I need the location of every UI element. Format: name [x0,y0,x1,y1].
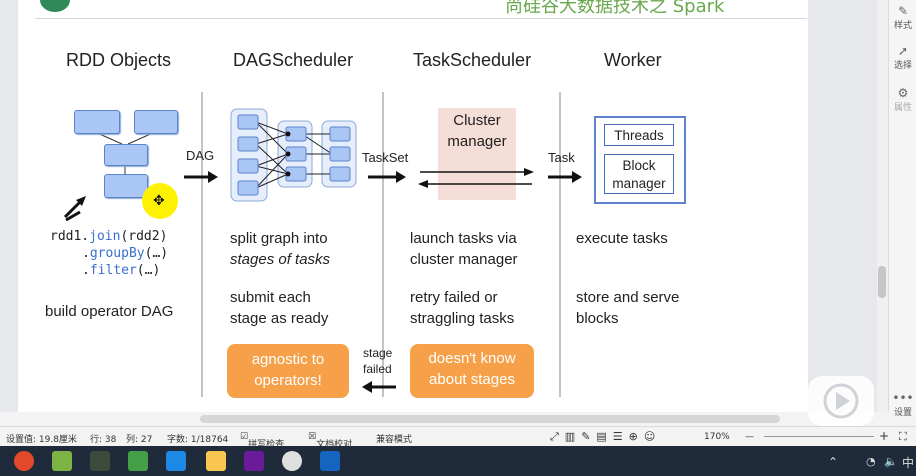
col-title-taskscheduler: TaskScheduler [413,50,532,70]
taskbar-app-icon[interactable] [166,451,186,471]
spell-check-button[interactable]: ☑ 拼写检查 [240,432,285,450]
taskbar-app-icon[interactable] [90,451,110,471]
dag-arrow [184,171,218,183]
zoom-out-button[interactable]: — [745,432,754,442]
sliders-icon: ⚙ [897,86,909,100]
column-divider [559,92,561,397]
style-panel-button[interactable]: ✎样式 [889,4,916,32]
right-side-panel [888,0,916,412]
fit-window-icon[interactable]: ⛶ [899,430,907,443]
header-title: 尚硅谷大数据技术之 Spark [505,0,725,17]
column-divider [382,92,384,397]
taskbar-app-icon[interactable] [282,451,302,471]
dag-arrow-label: DAG [186,148,215,163]
taskset-arrow-label: TaskSet [362,150,409,165]
task-arrow [548,171,582,183]
rdd-box [104,174,148,198]
page-header [35,0,807,19]
stage-graph-diagram [230,108,357,202]
network-icon[interactable]: ◔ [866,455,876,468]
folder-icon[interactable] [206,451,226,471]
brush-icon: ✎ [897,4,909,18]
column-divider [201,92,203,397]
cursor-highlight [142,183,178,219]
status-bar: 设置值: 19.8厘米 行: 38 列: 27 字数: 1/18764 ☑ 拼写… [0,426,916,450]
wps-writer-icon[interactable] [320,451,340,471]
compat-mode-label: 兼容模式 [376,435,413,445]
rdd-code: rdd1.join(rdd2) .groupBy(…) .filter(…) [50,229,169,278]
worker-text-1: execute tasks [576,230,668,247]
threads-box: Threads [604,124,674,146]
rdd-description: build operator DAG [45,303,174,320]
status-setting-value: 设置值: 19.8厘米 [6,435,77,445]
status-column: 列: 27 [126,435,153,445]
vertical-scrollbar[interactable] [877,0,888,412]
stage-failed-arrow [362,381,396,393]
play-icon [823,383,859,419]
zoom-level[interactable]: 170% [704,432,730,442]
rdd-dag-diagram [65,131,156,222]
status-line: 行: 38 [90,435,117,445]
col-title-worker: Worker [604,50,662,70]
col-title-dagscheduler: DAGScheduler [233,50,354,70]
header-logo [40,0,70,12]
taskbar [0,446,916,476]
proofread-button[interactable]: ☒ 文档校对 [308,432,353,450]
rdd-box [74,110,120,134]
select-panel-button[interactable]: ➚选择 [889,44,916,72]
taskbar-app-icon[interactable] [128,451,148,471]
zoom-in-button[interactable]: + [879,429,890,443]
select-cursor-icon: ➚ [897,44,909,58]
horizontal-scrollbar-thumb[interactable] [200,415,780,423]
cluster-double-arrow [418,168,534,188]
taskset-arrow [368,171,406,183]
chevron-up-icon[interactable]: ⌃ [828,455,839,469]
move-cursor-icon: ✥ [153,193,165,209]
status-word-count[interactable]: 字数: 1/18764 [167,435,229,445]
taskbar-app-icon[interactable] [52,451,72,471]
rdd-box [104,144,148,166]
ime-indicator[interactable]: 中 [902,456,915,470]
view-mode-icons[interactable]: ⤢▥✎▤☰⊕☺ [550,430,662,443]
property-panel-button[interactable]: ⚙属性 [889,86,916,114]
volume-icon[interactable]: 🔈 [884,455,898,468]
zoom-slider[interactable] [764,436,874,437]
settings-panel-button[interactable]: •••设置 [889,391,916,419]
col-title-rdd-objects: RDD Objects [66,50,172,70]
rdd-box [134,110,178,134]
more-icon: ••• [892,391,914,405]
video-play-overlay[interactable] [808,376,874,426]
vertical-scrollbar-thumb[interactable] [878,266,886,298]
pointer-arrow [63,196,86,219]
taskbar-app-icon[interactable] [244,451,264,471]
task-arrow-label: Task [548,150,575,165]
taskbar-app-icon[interactable] [14,451,34,471]
